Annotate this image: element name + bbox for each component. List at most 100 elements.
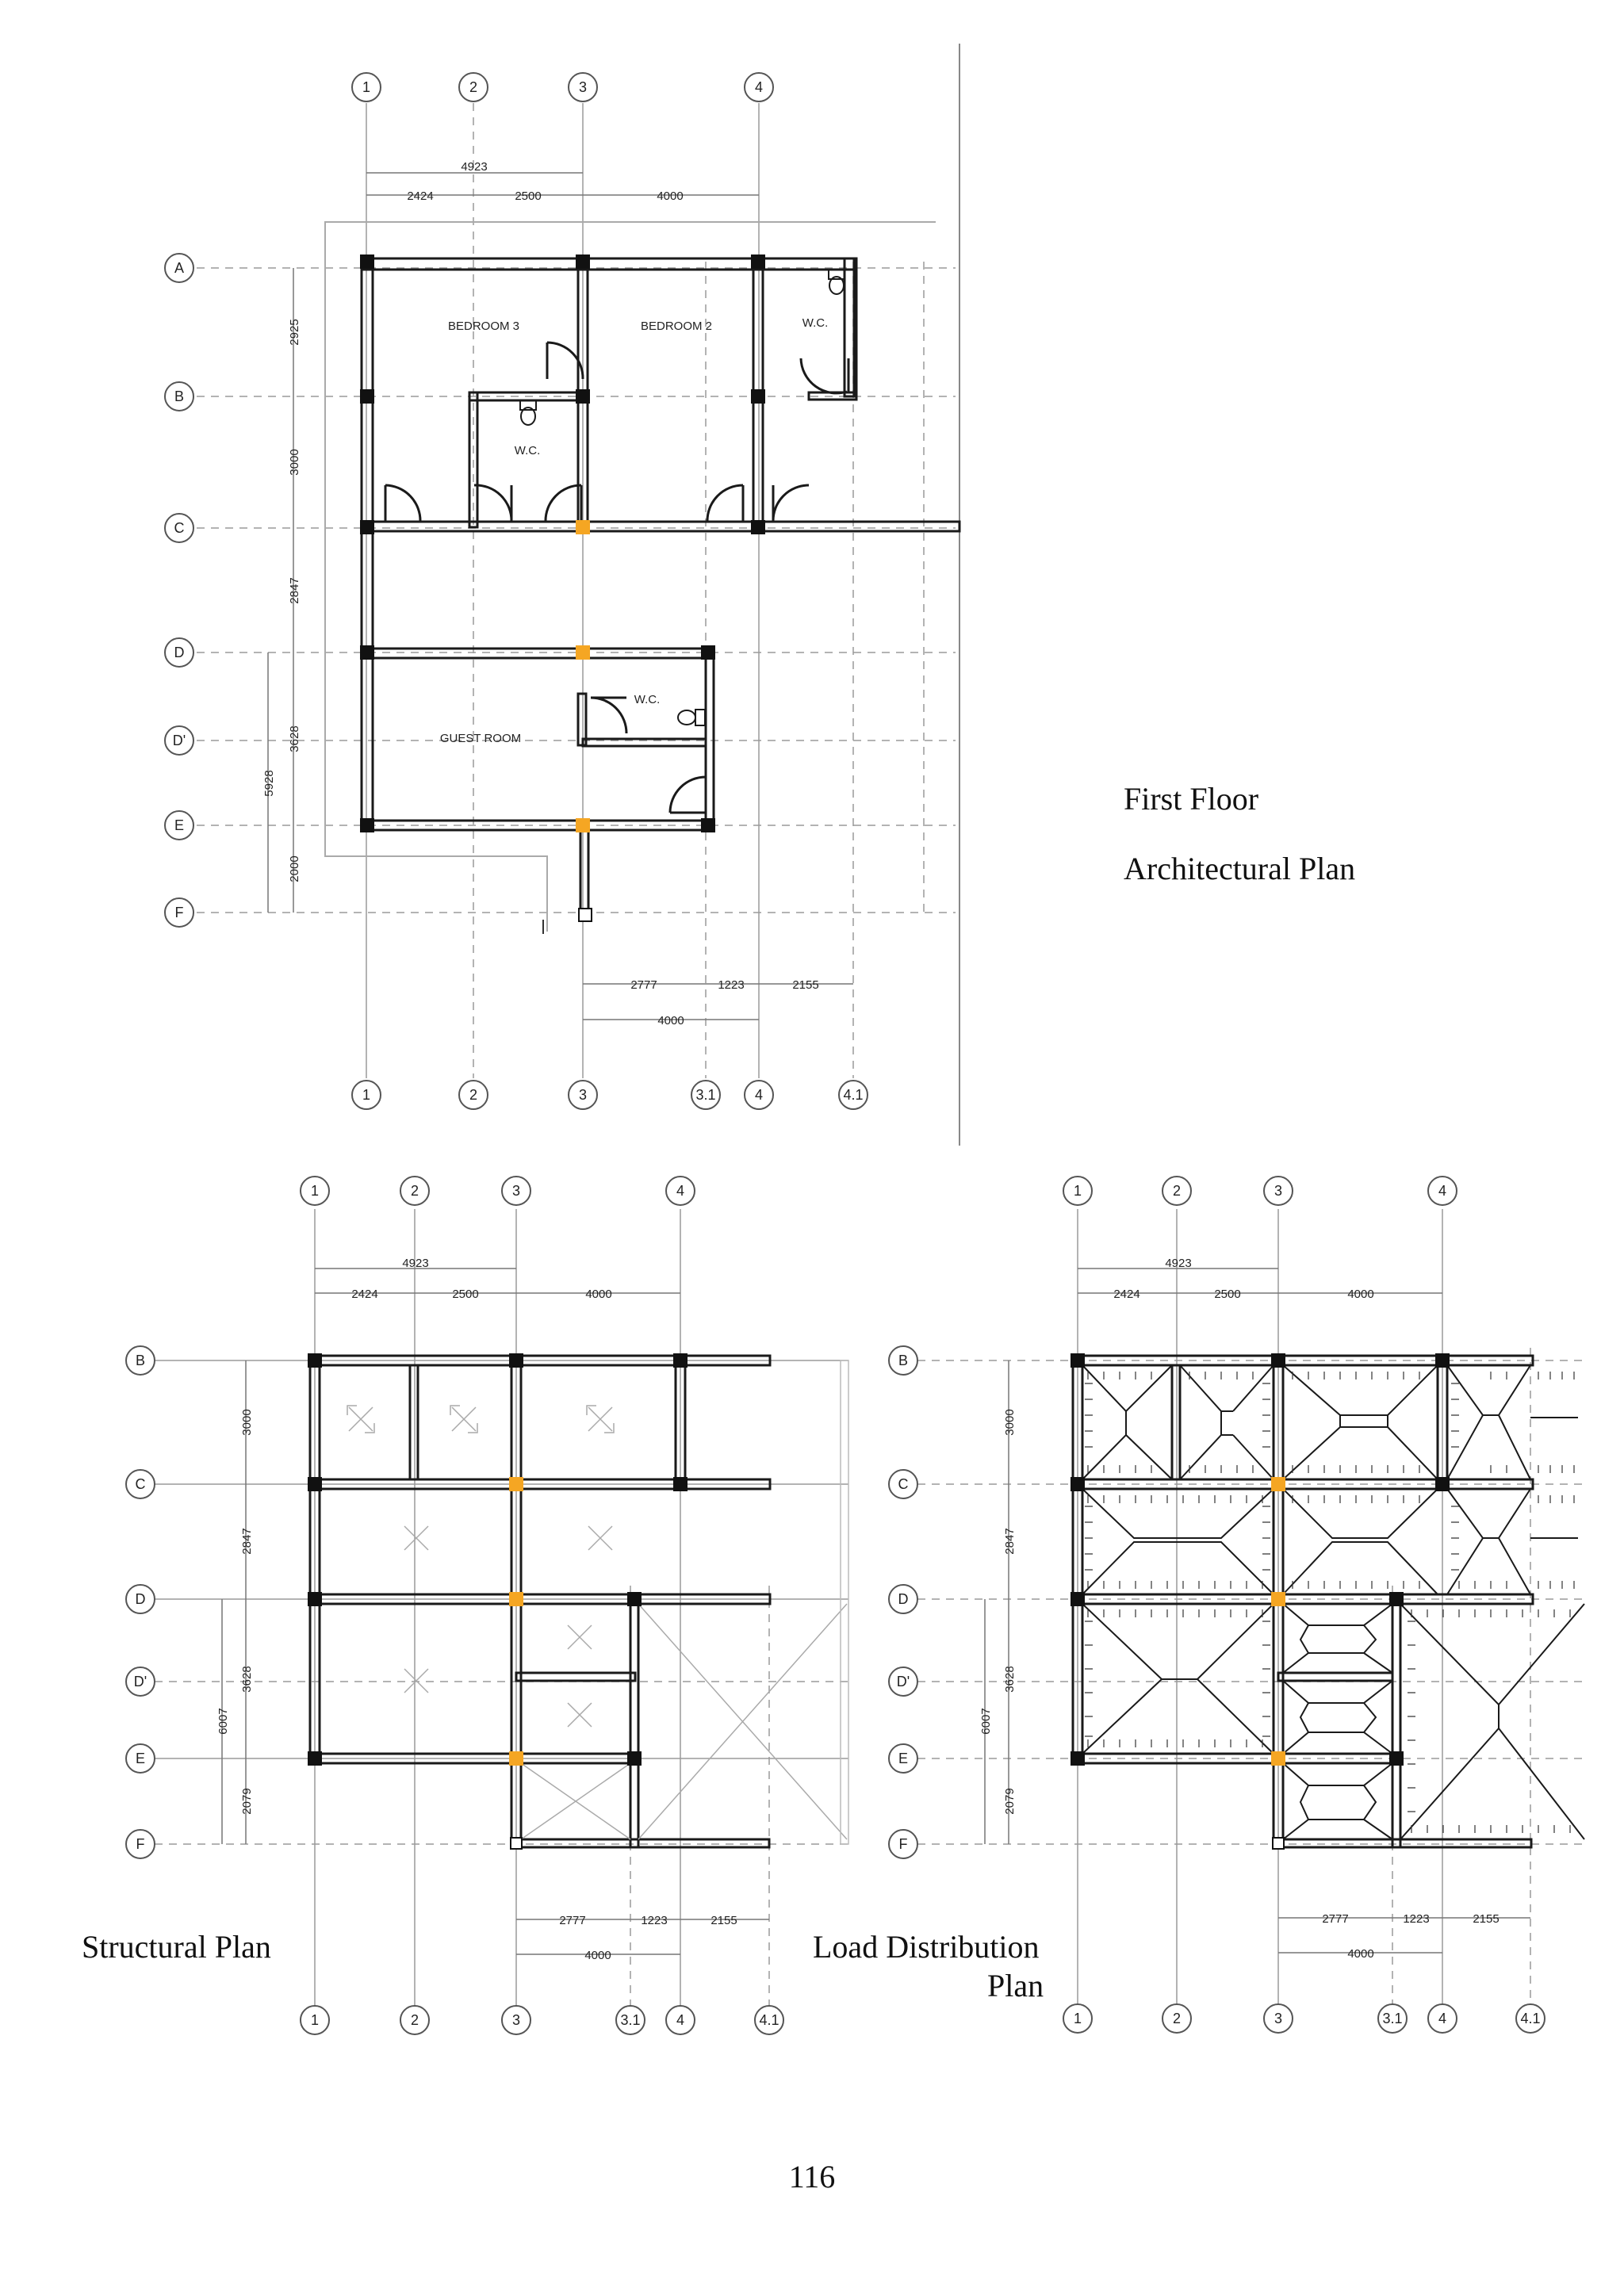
two-way-slab-symbols bbox=[347, 1405, 615, 1728]
page-number: 116 bbox=[788, 2159, 836, 2195]
dimension-text: 2777 bbox=[559, 1914, 585, 1927]
grid-label: 4.1 bbox=[843, 1087, 863, 1103]
dimension-text: 4000 bbox=[584, 1949, 611, 1962]
dimension-text: 1223 bbox=[1403, 1912, 1429, 1926]
grid-label: 2 bbox=[469, 79, 477, 95]
architectural-plan: BEDROOM 3 BEDROOM 2 W.C. W.C. W.C. GUEST… bbox=[164, 44, 961, 1146]
grid-label: 1 bbox=[311, 1183, 319, 1199]
dimension-text: 6007 bbox=[216, 1708, 230, 1734]
grid-label: B bbox=[174, 388, 184, 404]
caption-load-distribution: Load Distribution bbox=[813, 1929, 1040, 1965]
grid-label: C bbox=[898, 1476, 909, 1492]
dimension-text: 4000 bbox=[1347, 1288, 1373, 1301]
caption-structural-plan: Structural Plan bbox=[82, 1929, 271, 1965]
dimension-text: 2079 bbox=[1003, 1788, 1017, 1814]
dimension-text: 2155 bbox=[710, 1914, 737, 1927]
grid-label: 4 bbox=[755, 1087, 763, 1103]
highlight-column bbox=[576, 818, 590, 832]
highlight-column bbox=[1271, 1477, 1285, 1491]
grid-label: A bbox=[174, 260, 184, 276]
grid-label: 2 bbox=[1173, 1183, 1181, 1199]
grid-label: B bbox=[136, 1353, 145, 1368]
grid-label: 3 bbox=[579, 1087, 587, 1103]
dimension-text: 4000 bbox=[1347, 1947, 1373, 1961]
dimension-text: 1223 bbox=[641, 1914, 667, 1927]
room-label: W.C. bbox=[515, 444, 541, 457]
dimension-text: 2000 bbox=[288, 855, 301, 882]
dimension-text: 2079 bbox=[240, 1788, 254, 1814]
grid-label: 4.1 bbox=[759, 2012, 779, 2028]
dimension-text: 4923 bbox=[402, 1257, 428, 1270]
grid-label: F bbox=[136, 1836, 145, 1852]
highlight-column bbox=[1271, 1592, 1285, 1606]
grid-label: 3.1 bbox=[620, 2012, 640, 2028]
dimension-text: 2847 bbox=[240, 1528, 254, 1554]
grid-label: 1 bbox=[1074, 1183, 1082, 1199]
dimension-text: 3000 bbox=[288, 449, 301, 475]
dimension-text: 4923 bbox=[461, 160, 487, 174]
dimension-text: 2424 bbox=[351, 1288, 377, 1301]
grid-label: 3 bbox=[1274, 2011, 1282, 2026]
dimension-text: 3628 bbox=[1003, 1666, 1017, 1692]
dimension-text: 3000 bbox=[240, 1409, 254, 1435]
dimension-text: 2424 bbox=[1113, 1288, 1139, 1301]
dimension-text: 6007 bbox=[979, 1708, 993, 1734]
caption-architectural-plan: Architectural Plan bbox=[1124, 851, 1356, 886]
dimension-text: 2424 bbox=[407, 189, 433, 203]
grid-label: C bbox=[136, 1476, 146, 1492]
grid-label: 1 bbox=[311, 2012, 319, 2028]
dimension-text: 2500 bbox=[515, 189, 541, 203]
load-arrows bbox=[1085, 1372, 1575, 1833]
grid-label: 2 bbox=[469, 1087, 477, 1103]
arch-grid-bubbles-rows: A B C D D' E F bbox=[164, 253, 194, 928]
grid-label: 4 bbox=[676, 2012, 684, 2028]
dimension-text: 4000 bbox=[657, 189, 683, 203]
grid-label: D bbox=[136, 1591, 146, 1607]
room-label: BEDROOM 2 bbox=[641, 320, 712, 333]
dimension-text: 4923 bbox=[1165, 1257, 1191, 1270]
grid-label: 4 bbox=[1438, 2011, 1446, 2026]
dimension-text: 2777 bbox=[630, 978, 657, 992]
highlight-column bbox=[509, 1592, 523, 1606]
grid-label: 3 bbox=[512, 1183, 520, 1199]
grid-label: E bbox=[136, 1751, 145, 1766]
grid-label: 4 bbox=[1438, 1183, 1446, 1199]
highlight-column bbox=[509, 1751, 523, 1766]
grid-label: E bbox=[174, 817, 184, 833]
dimension-text: 4000 bbox=[585, 1288, 611, 1301]
grid-label: 4 bbox=[755, 79, 763, 95]
grid-label: D' bbox=[134, 1674, 147, 1689]
grid-label: F bbox=[175, 905, 184, 920]
grid-label: 4.1 bbox=[1520, 2011, 1540, 2026]
grid-label: D' bbox=[173, 733, 186, 748]
grid-label: 1 bbox=[362, 1087, 370, 1103]
grid-label: 3.1 bbox=[695, 1087, 715, 1103]
dimension-text: 2155 bbox=[792, 978, 818, 992]
room-label: W.C. bbox=[634, 693, 661, 706]
highlight-column bbox=[1271, 1751, 1285, 1766]
grid-label: 3.1 bbox=[1382, 2011, 1402, 2026]
arch-grid-bubbles-bottom: 1 2 3 3.1 4 4.1 bbox=[351, 1080, 868, 1110]
structural-plan: 1 2 3 4 1 2 3 3.1 4 4.1 B C D D' E F 492… bbox=[125, 1176, 849, 2035]
grid-label: E bbox=[898, 1751, 908, 1766]
grid-label: 3 bbox=[512, 2012, 520, 2028]
dimension-text: 2847 bbox=[288, 577, 301, 603]
dimension-text: 3628 bbox=[288, 725, 301, 752]
grid-label: D bbox=[898, 1591, 909, 1607]
grid-label: 2 bbox=[411, 1183, 419, 1199]
grid-label: C bbox=[174, 520, 185, 536]
grid-label: 3 bbox=[579, 79, 587, 95]
dimension-text: 1223 bbox=[718, 978, 744, 992]
dimension-text: 2500 bbox=[452, 1288, 478, 1301]
dimension-text: 2847 bbox=[1003, 1528, 1017, 1554]
dimension-text: 3628 bbox=[240, 1666, 254, 1692]
dimension-text: 2925 bbox=[288, 319, 301, 345]
highlight-column bbox=[576, 645, 590, 660]
dimension-text: 4000 bbox=[657, 1014, 684, 1027]
grid-label: 4 bbox=[676, 1183, 684, 1199]
dimension-text: 2155 bbox=[1473, 1912, 1499, 1926]
room-label: GUEST ROOM bbox=[440, 732, 521, 745]
grid-label: 3 bbox=[1274, 1183, 1282, 1199]
highlight-column bbox=[509, 1477, 523, 1491]
